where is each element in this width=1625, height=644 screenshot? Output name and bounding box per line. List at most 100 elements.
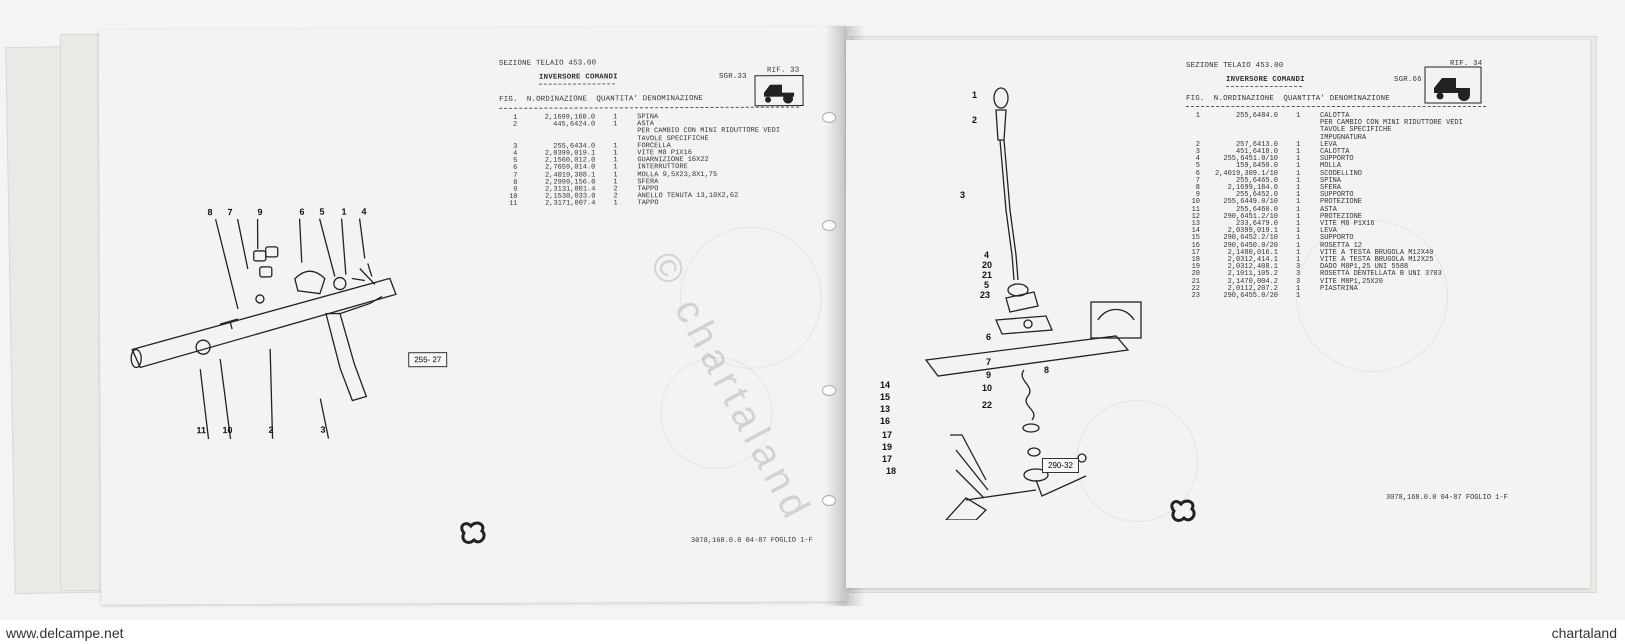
cell-name: SCODELLINO — [1320, 169, 1363, 178]
cell-qty: 1 — [1296, 198, 1301, 207]
columns-header: FIG. N.ORDINAZIONE QUANTITA' DENOMINAZIO… — [1186, 95, 1390, 103]
cell-code: 2,1470,004.2 — [1227, 277, 1278, 286]
photo-scene: SEZIONE TELAIO 453.00 INVERSORE COMANDI … — [0, 0, 1625, 620]
cell-fig: 5 — [1195, 162, 1200, 171]
callout-1: 1 — [972, 90, 978, 100]
cell-qty: 1 — [1296, 227, 1301, 236]
callout-13: 13 — [880, 404, 891, 414]
footer-code: 3078,168.0.0 04-87 FOGLIO 1-F — [1386, 494, 1508, 502]
table-row — [99, 26, 845, 29]
cell-fig: 21 — [1191, 277, 1200, 286]
callout-5: 5 — [319, 206, 325, 217]
cell-qty: 1 — [613, 120, 618, 129]
callout-4: 4 — [361, 206, 367, 217]
callout-18: 18 — [886, 466, 897, 476]
rif-label: RIF. 33 — [766, 66, 800, 75]
callout-5: 5 — [984, 280, 990, 290]
cell-name: SUPPORTO — [1320, 234, 1354, 243]
callout-15: 15 — [880, 392, 891, 402]
cell-name: PIASTRINA — [1320, 284, 1358, 293]
cell-name: VITE A TESTA BRUGOLA M12X25 — [1320, 256, 1434, 264]
table-row — [99, 26, 845, 29]
cell-name: SUPPORTO — [1320, 191, 1354, 200]
cell-code: 255,6452.0 — [1235, 191, 1278, 200]
callout-16: 16 — [880, 416, 891, 426]
cell-name: PER CAMBIO CON MINI RIDUTTORE VEDI — [1320, 119, 1463, 128]
cell-fig: 7 — [1195, 176, 1200, 185]
cell-name: TAVOLE SPECIFICHE — [1320, 126, 1392, 135]
cell-code: 290,6452.2/10 — [1223, 234, 1278, 243]
cell-code: 255,6465.0 — [1235, 176, 1278, 185]
fiat-logo-icon — [1170, 499, 1196, 522]
table-row — [99, 26, 845, 29]
cell-qty: 1 — [1296, 205, 1301, 214]
sgr-label: SGR.66 — [1394, 76, 1422, 84]
cell-code: 445,6424.0 — [553, 120, 596, 129]
cell-code: 255,6451.0/10 — [1223, 155, 1278, 164]
cell-name: TAPPO — [637, 199, 659, 208]
figure-label: 290-32 — [1042, 458, 1079, 473]
cell-name: CALOTTA — [1320, 148, 1350, 156]
header-rule — [1186, 106, 1486, 107]
gear-lever-diagram — [924, 87, 1142, 520]
cell-qty: 1 — [1296, 234, 1301, 243]
cell-fig: 22 — [1191, 284, 1200, 293]
cell-code: 2,0312,408.1 — [1227, 263, 1278, 272]
cell-code: 255,6460.0 — [1235, 205, 1278, 214]
cell-name: CALOTTA — [1320, 112, 1350, 120]
cell-qty: 1 — [1296, 248, 1301, 257]
cell-name: PROTEZIONE — [1320, 212, 1363, 221]
cell-qty: 1 — [1296, 212, 1301, 221]
cell-code: 290,6451.2/10 — [1223, 212, 1278, 221]
callout-1: 1 — [341, 206, 347, 217]
cell-code: 2,4019,309.1/10 — [1214, 169, 1278, 178]
callout-6: 6 — [986, 332, 992, 342]
callout-7: 7 — [986, 357, 992, 367]
cell-name: VITE M8P1,25X20 — [1320, 277, 1384, 286]
header-rule — [499, 106, 800, 109]
callout-8: 8 — [207, 207, 213, 218]
cell-fig: 2 — [1195, 140, 1200, 149]
cell-fig: 13 — [1191, 220, 1200, 228]
callout-2: 2 — [972, 115, 978, 125]
table-row — [99, 26, 845, 29]
cell-qty: 1 — [1296, 162, 1301, 171]
binding-hole-3 — [822, 385, 836, 396]
cell-fig: 2 — [512, 120, 518, 130]
callout-19: 19 — [882, 442, 893, 452]
cell-code: 2,1480,016.1 — [1227, 248, 1278, 257]
callout-23: 23 — [980, 290, 991, 300]
cell-fig: 17 — [1191, 248, 1200, 257]
tractor-icon — [1424, 66, 1482, 104]
cell-name: ROSETTA 12 — [1320, 241, 1363, 250]
columns-header: FIG. N.ORDINAZIONE QUANTITA' DENOMINAZIO… — [499, 94, 704, 104]
rif-label: RIF. 34 — [1450, 60, 1483, 68]
left-page: SEZIONE TELAIO 453.00 INVERSORE COMANDI … — [98, 26, 848, 605]
binding-hole-4 — [822, 495, 836, 506]
cell-fig: 12 — [1191, 212, 1200, 221]
cell-qty: 1 — [1296, 220, 1301, 228]
cell-name: VITE A TESTA BRUGOLA M12X40 — [1320, 248, 1434, 257]
table-row — [99, 26, 845, 29]
chartaland-link[interactable]: chartaland — [1551, 625, 1617, 641]
tractor-icon — [754, 75, 804, 107]
cell-fig: 9 — [1195, 191, 1200, 200]
ghost-gear-4 — [1296, 220, 1448, 372]
cell-code: 451,6418.0 — [1235, 148, 1278, 156]
cell-fig: 11 — [509, 200, 518, 209]
callout-9: 9 — [257, 206, 263, 217]
section-title: SEZIONE TELAIO 453.00 — [498, 59, 597, 68]
cell-fig: 14 — [1191, 227, 1200, 236]
delcampe-link[interactable]: www.delcampe.net — [6, 625, 124, 641]
table-row — [99, 26, 845, 29]
callout-4: 4 — [984, 250, 990, 260]
group-title: INVERSORE COMANDI — [538, 73, 618, 82]
cell-qty: 1 — [1296, 140, 1301, 149]
cell-fig: 1 — [1195, 112, 1200, 120]
table-row — [99, 26, 845, 29]
cell-qty: 1 — [1296, 292, 1301, 300]
cell-qty: 3 — [1296, 270, 1301, 279]
cell-code: 2,0112,207.2 — [1227, 284, 1278, 293]
callout-7: 7 — [227, 207, 233, 218]
table-row — [99, 26, 845, 29]
